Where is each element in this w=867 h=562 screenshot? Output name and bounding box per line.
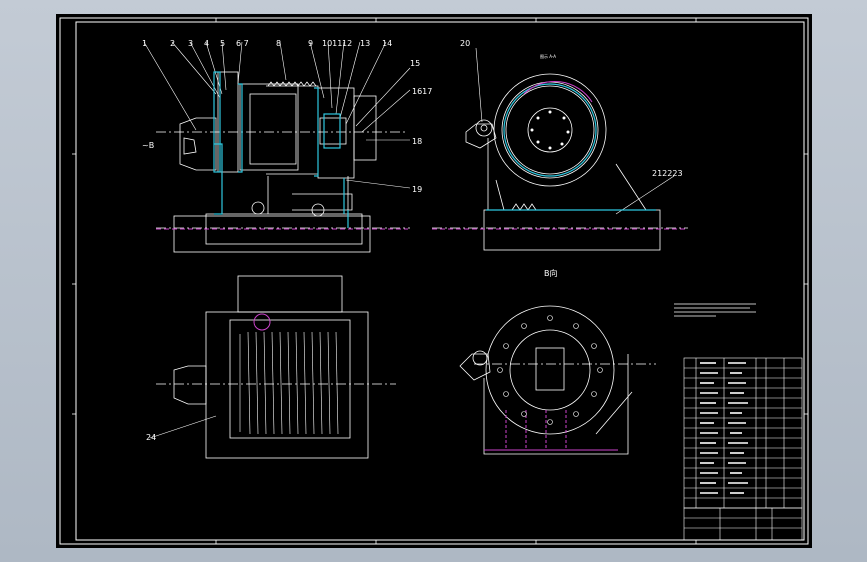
part-label-20: 20 (460, 39, 470, 48)
part-label-4: 4 (204, 39, 209, 48)
part-label-16-17: 1617 (412, 87, 432, 96)
part-label-12: 12 (342, 39, 352, 48)
part-label-5: 5 (220, 39, 225, 48)
inner-border (75, 21, 805, 541)
technical-notes (674, 303, 756, 317)
part-label-9: 9 (308, 39, 313, 48)
b-view-hidden (484, 410, 618, 451)
part-label-14: 14 (382, 39, 392, 48)
part-label-18: 18 (412, 137, 422, 146)
front-section-view (143, 41, 411, 253)
top-view (149, 275, 396, 459)
side-view-hidden (432, 81, 688, 230)
part-label-3: 3 (188, 39, 193, 48)
part-label-8: 8 (276, 39, 281, 48)
title-block (683, 507, 803, 541)
part-label-24: 24 (146, 433, 156, 442)
outer-border (59, 17, 809, 545)
part-label-1: 1 (142, 39, 147, 48)
view-title-aa: 图示 A-A (540, 53, 556, 59)
part-label-15: 15 (410, 59, 420, 68)
part-label-21-23: 212223 (652, 169, 683, 178)
side-view-section (486, 83, 656, 211)
b-view-title: B向 (544, 268, 558, 278)
part-label-6-7: 6 7 (236, 39, 249, 48)
parts-list-entries (700, 362, 748, 494)
zone-ticks (72, 18, 808, 544)
side-view-holes (530, 110, 570, 150)
part-label-10-11: 1011 (322, 39, 342, 48)
b-view (459, 305, 656, 455)
front-section-hatching (213, 71, 349, 228)
section-arrow-label: ~B (142, 141, 154, 150)
drawing-canvas: 1 2 3 4 5 6 7 8 9 1011 12 13 14 15 1617 … (59, 17, 809, 545)
drawing-sheet: 1 2 3 4 5 6 7 8 9 1011 12 13 14 15 1617 … (56, 14, 812, 548)
top-view-hidden (253, 313, 271, 331)
b-view-holes (497, 315, 603, 425)
side-view (432, 47, 688, 251)
part-label-13: 13 (360, 39, 370, 48)
part-label-19: 19 (412, 185, 422, 194)
part-label-2: 2 (170, 39, 175, 48)
